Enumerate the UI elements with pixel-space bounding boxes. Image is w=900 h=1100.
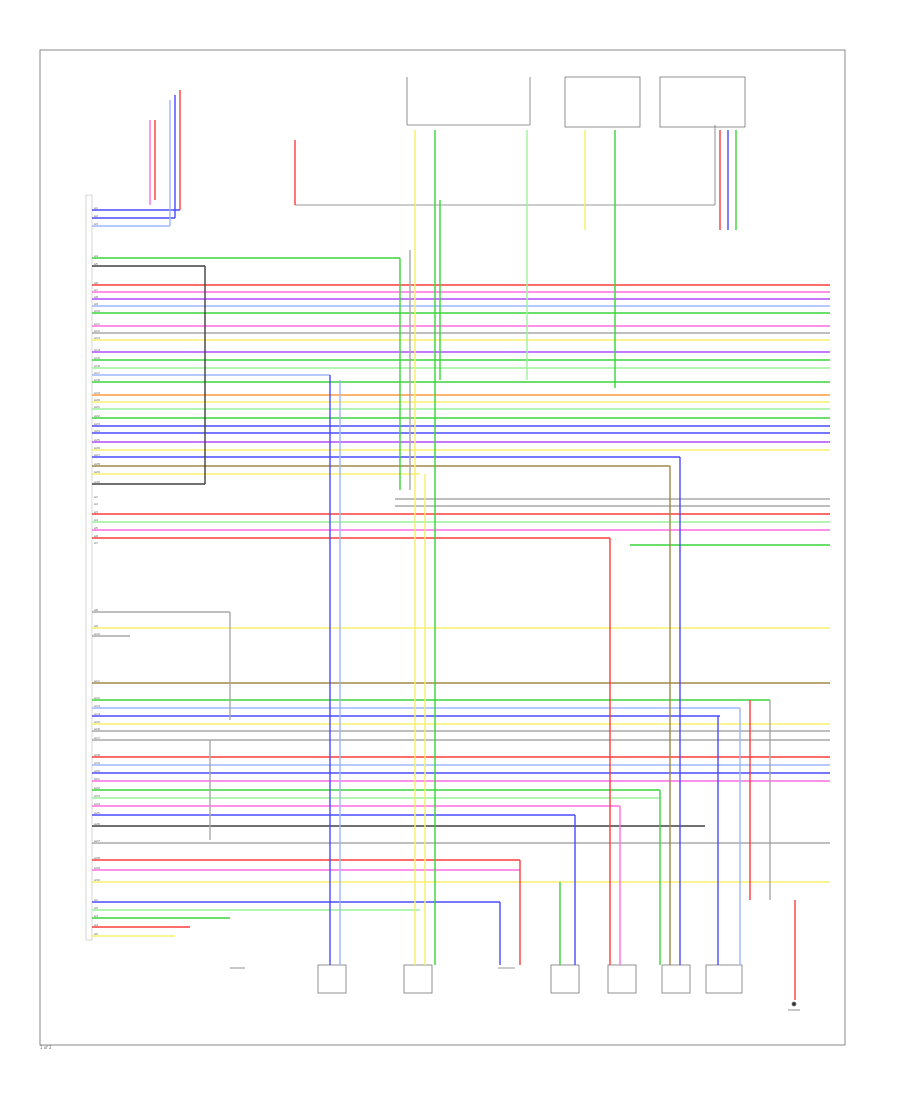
pin-label: A25 xyxy=(94,438,100,442)
pin-label: A7 xyxy=(94,541,98,545)
pin-label: A15 xyxy=(94,720,100,724)
sensor-box-1 xyxy=(317,964,347,994)
pin-label: A21 xyxy=(94,777,100,781)
pin-label: A9 xyxy=(94,302,98,306)
pin-label: A18 xyxy=(94,753,100,757)
pin-label: A13 xyxy=(94,704,100,708)
pin-label: A14 xyxy=(94,348,100,352)
pin-label: A30 xyxy=(94,878,100,882)
sensor-box-3 xyxy=(550,964,580,994)
pin-label: A2 xyxy=(94,214,98,218)
pin-label: A21 xyxy=(94,405,100,409)
pin-label: A9 xyxy=(94,624,98,628)
pin-label: A19 xyxy=(94,391,100,395)
ground-point xyxy=(791,1001,797,1007)
relay-box-1 xyxy=(564,76,641,128)
pin-label: A3 xyxy=(94,222,98,226)
sensor-box-6 xyxy=(705,964,743,994)
pin-label: A2 xyxy=(94,502,98,506)
pin-label: A5 xyxy=(94,526,98,530)
connector-pin-labels: A1A2A3A4A5A6A7A8A9A10A11A12A13A14A15A16A… xyxy=(94,206,100,936)
pin-label: A13 xyxy=(94,336,100,340)
horizontal-wire-runs xyxy=(92,209,830,937)
diagram-frame xyxy=(39,49,846,1046)
relay-box-2 xyxy=(659,76,746,128)
pin-label: A5 xyxy=(94,932,98,936)
pin-label: A28 xyxy=(94,856,100,860)
pin-label: A1 xyxy=(94,206,98,210)
pin-label: A29 xyxy=(94,470,100,474)
sensor-box-5 xyxy=(661,964,691,994)
pin-label: A18 xyxy=(94,378,100,382)
pin-label: A6 xyxy=(94,534,98,538)
pin-label: A4 xyxy=(94,254,98,258)
pin-label: A23 xyxy=(94,794,100,798)
sensor-box-4 xyxy=(607,964,637,994)
pin-label: A11 xyxy=(94,679,100,683)
pin-label: A28 xyxy=(94,462,100,466)
pin-label: A24 xyxy=(94,802,100,806)
pin-label: A17 xyxy=(94,371,100,375)
ecm-connector-block xyxy=(85,194,93,941)
pin-label: A16 xyxy=(94,364,100,368)
pin-label: A24 xyxy=(94,429,100,433)
pin-label: A15 xyxy=(94,356,100,360)
pin-label: A20 xyxy=(94,769,100,773)
pin-label: A25 xyxy=(94,811,100,815)
pin-label: A17 xyxy=(94,736,100,740)
pin-label: A3 xyxy=(94,914,98,918)
pin-label: A2 xyxy=(94,906,98,910)
pin-label: A12 xyxy=(94,696,100,700)
pin-label: A11 xyxy=(94,322,100,326)
top-components xyxy=(295,76,746,206)
pin-label: A4 xyxy=(94,923,98,927)
pin-label: A12 xyxy=(94,329,100,333)
pin-label: A22 xyxy=(94,414,100,418)
pin-label: A22 xyxy=(94,786,100,790)
pin-label: A27 xyxy=(94,839,100,843)
pin-label: A16 xyxy=(94,727,100,731)
pin-label: A26 xyxy=(94,446,100,450)
page-number: 1 of 2 xyxy=(40,1045,52,1050)
pin-label: A8 xyxy=(94,608,98,612)
pin-label: A8 xyxy=(94,295,98,299)
pin-label: A6 xyxy=(94,281,98,285)
pin-label: A14 xyxy=(94,712,100,716)
pin-label: A20 xyxy=(94,398,100,402)
pin-label: A10 xyxy=(94,309,100,313)
pin-label: A19 xyxy=(94,761,100,765)
pin-label: A30 xyxy=(94,480,100,484)
pin-label: A7 xyxy=(94,288,98,292)
pin-label: A26 xyxy=(94,822,100,826)
sensor-box-2 xyxy=(403,964,433,994)
pin-label: A10 xyxy=(94,632,100,636)
bottom-components xyxy=(230,964,800,1011)
pin-label: A3 xyxy=(94,510,98,514)
pin-label: A1 xyxy=(94,898,98,902)
vertical-wire-drops xyxy=(149,90,796,1000)
pin-label: A27 xyxy=(94,453,100,457)
pin-label: A29 xyxy=(94,866,100,870)
pin-label: A5 xyxy=(94,262,98,266)
pin-label: A1 xyxy=(94,495,98,499)
pin-label: A4 xyxy=(94,518,98,522)
pin-label: A23 xyxy=(94,422,100,426)
